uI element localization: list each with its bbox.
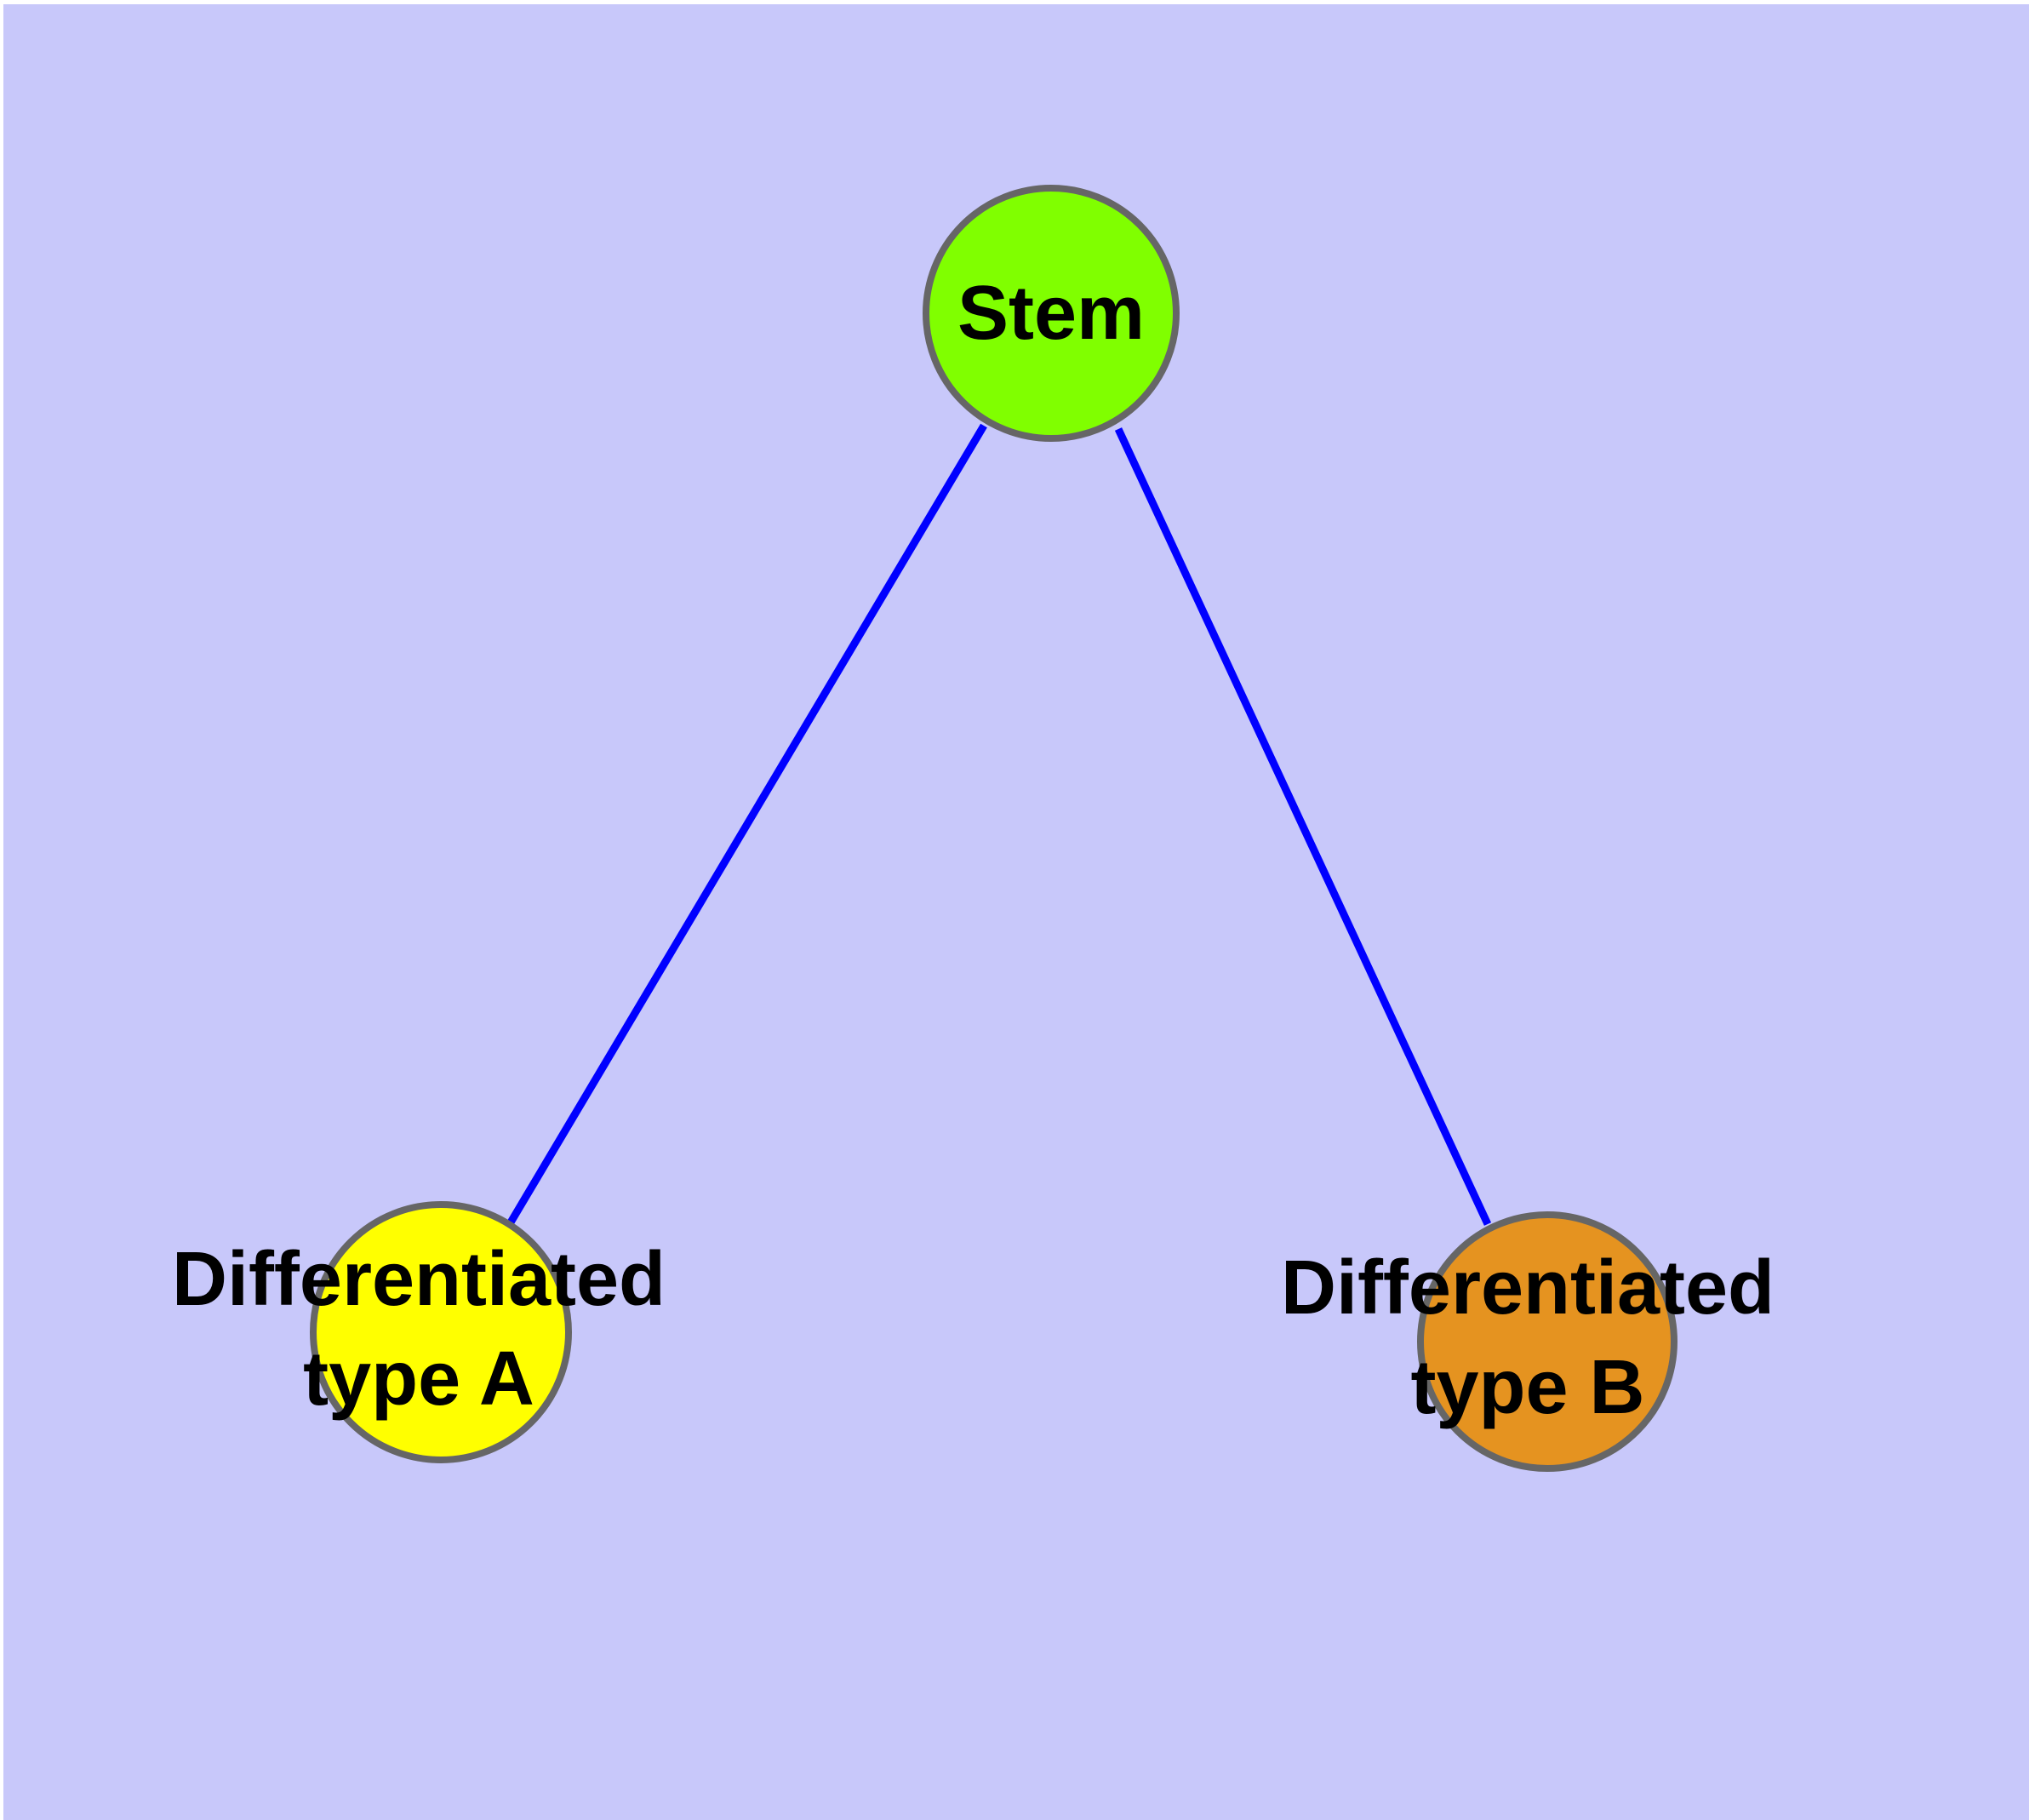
- node-differentiated-type-b-circle[interactable]: [1417, 1211, 1677, 1472]
- node-differentiated-type-b-label-line2: type B: [1410, 1345, 1644, 1430]
- edge-layer: [507, 423, 1492, 1226]
- node-layer: [310, 185, 1677, 1472]
- node-differentiated-type-a-circle[interactable]: [310, 1201, 572, 1463]
- node-differentiated-type-b-label-line1: Differentiated: [1281, 1245, 1775, 1331]
- edge-stem-to-differentiated-type-a[interactable]: [507, 423, 987, 1225]
- edge-stem-to-differentiated-type-b[interactable]: [1114, 427, 1492, 1226]
- node-stem-label: Stem: [957, 271, 1145, 356]
- node-stem-circle[interactable]: [923, 185, 1180, 442]
- label-layer: Stem Differentiated type A Differentiate…: [172, 271, 1775, 1430]
- node-differentiated-type-a-label-line2: type A: [303, 1336, 534, 1422]
- node-differentiated-type-a-label-line1: Differentiated: [172, 1237, 666, 1322]
